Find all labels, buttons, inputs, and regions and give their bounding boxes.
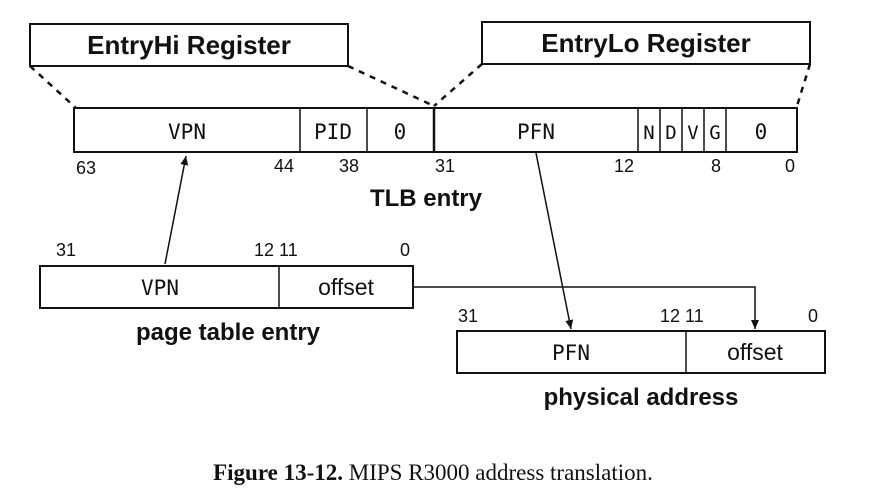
tlb-zero-lo-field: 0 xyxy=(755,120,768,144)
pte-vpn-field: VPN xyxy=(141,276,179,300)
tlb-n-bit: N xyxy=(643,122,654,144)
entrylo-right-bracket-line xyxy=(795,63,812,107)
pa-bit-0: 0 xyxy=(808,306,818,326)
pfn-to-physical-arrow xyxy=(535,152,574,330)
entrylo-register-title: EntryLo Register xyxy=(541,28,751,58)
pte-bit-31: 31 xyxy=(56,240,76,260)
tlb-bit-38: 38 xyxy=(339,156,359,176)
figure-caption-text: MIPS R3000 address translation. xyxy=(349,460,653,485)
tlb-zero-hi-field: 0 xyxy=(394,120,407,144)
page-table-entry: 31 12 11 0 VPN offset page table entry xyxy=(39,240,414,346)
tlb-bit-31: 31 xyxy=(435,156,455,176)
pa-offset-field: offset xyxy=(727,339,783,365)
tlb-v-bit: V xyxy=(687,122,698,144)
offset-to-physical-arrow xyxy=(413,286,759,329)
tlb-pfn-field: PFN xyxy=(517,120,555,144)
tlb-bit-0: 0 xyxy=(785,156,795,176)
entryhi-register-title: EntryHi Register xyxy=(87,30,291,60)
page-table-entry-label: page table entry xyxy=(136,319,321,346)
physical-address-label: physical address xyxy=(544,384,739,411)
figure-number: Figure 13-12. xyxy=(213,460,343,485)
pa-bit-12-11: 12 11 xyxy=(660,306,704,326)
tlb-vpn-field: VPN xyxy=(168,120,206,144)
tlb-bit-63: 63 xyxy=(76,158,96,178)
tlb-pid-field: PID xyxy=(314,120,352,144)
pa-bit-31: 31 xyxy=(458,306,478,326)
physical-address: 31 12 11 0 PFN offset physical address xyxy=(456,306,826,411)
tlb-d-bit: D xyxy=(665,122,676,144)
tlb-entry-label: TLB entry xyxy=(370,185,483,212)
pte-offset-field: offset xyxy=(318,274,374,300)
pa-box xyxy=(456,330,826,374)
tlb-bit-8: 8 xyxy=(711,156,721,176)
tlb-entry-box xyxy=(73,107,798,153)
entryhi-right-bracket-line xyxy=(347,64,435,108)
vpn-to-tlb-arrow xyxy=(164,155,189,265)
tlb-g-bit: G xyxy=(709,122,720,144)
entryhi-register: EntryHi Register xyxy=(29,23,435,109)
entryhi-left-bracket-line xyxy=(29,65,77,109)
entrylo-left-bracket-line xyxy=(433,63,483,107)
entrylo-register: EntryLo Register xyxy=(433,21,812,107)
tlb-bit-44: 44 xyxy=(274,156,294,176)
figure-caption: Figure 13-12. MIPS R3000 address transla… xyxy=(213,460,653,485)
pte-bit-0: 0 xyxy=(400,240,410,260)
tlb-entry: VPN PID 0 PFN N D V G 0 63 44 38 31 12 8… xyxy=(73,107,798,212)
pa-pfn-field: PFN xyxy=(552,341,590,365)
pte-bit-12-11: 12 11 xyxy=(254,240,298,260)
tlb-bit-12: 12 xyxy=(614,156,634,176)
